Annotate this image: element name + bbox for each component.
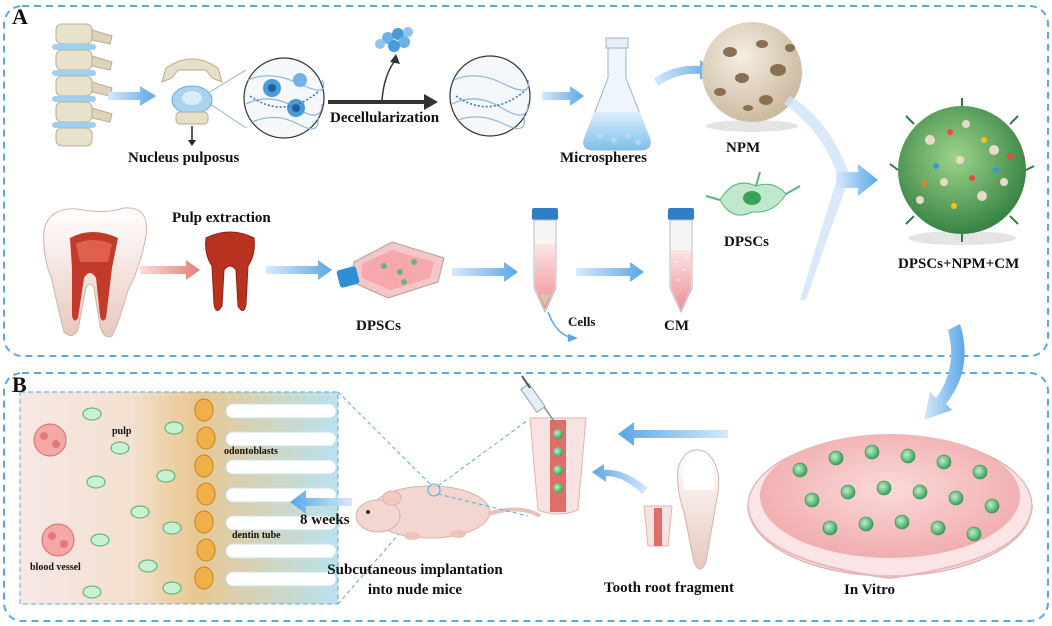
dish-sphere — [966, 526, 982, 542]
panel-b-border — [3, 372, 1049, 622]
culture-flask — [336, 241, 445, 299]
pulp-label: pulp — [112, 426, 132, 437]
dish-sphere — [792, 462, 808, 478]
dish-spheres — [792, 444, 1000, 542]
panel-a-border — [3, 5, 1049, 357]
arrow-fragment-to-root — [592, 464, 648, 494]
arrow-to-flask — [542, 86, 584, 106]
tooth-root-fragment-label: Tooth root fragment — [604, 580, 734, 596]
dish-sphere — [984, 498, 1000, 514]
converge-arrow — [784, 96, 850, 300]
acellular-matrix-zoom — [449, 55, 531, 137]
dish-sphere — [876, 480, 892, 496]
panel-b-letter: B — [12, 372, 27, 397]
decellularization-label: Decellularization — [330, 110, 440, 126]
dish-sphere — [936, 454, 952, 470]
panel-a-letter: A — [12, 4, 28, 29]
tooth-illustration — [43, 207, 148, 338]
combo-sphere — [889, 98, 1035, 245]
spine-illustration — [52, 23, 113, 147]
dpsc-cell-icon — [705, 171, 801, 216]
dish-sphere — [840, 484, 856, 500]
dish-sphere — [948, 490, 964, 506]
blood-vessel-label: blood vessel — [30, 562, 81, 573]
cm-label: CM — [664, 318, 689, 334]
nucleus-pulposus-label: Nucleus pulposus — [128, 150, 240, 166]
tooth-root-fragment — [643, 449, 720, 570]
npm-sphere — [702, 22, 802, 132]
arrow-spine-to-vertebra — [108, 86, 156, 106]
syringe-icon — [520, 375, 557, 425]
flask-illustration — [583, 37, 651, 151]
arrow-dish-to-root — [618, 422, 728, 446]
odontoblasts-label: odontoblasts — [224, 446, 278, 457]
eight-weeks-label: 8 weeks — [300, 512, 350, 528]
nucleus-cells-zoom — [209, 57, 325, 139]
dish-sphere — [822, 520, 838, 536]
pulp-extraction-label: Pulp extraction — [172, 210, 271, 226]
root-with-spheres — [529, 417, 587, 515]
arrow-8-weeks — [290, 490, 352, 514]
pulp-tissue — [205, 231, 255, 311]
arrow-a-to-b — [924, 324, 965, 420]
dish-sphere — [894, 514, 910, 530]
dish-sphere — [864, 444, 880, 460]
dpscs-bottom-label: DPSCs — [356, 318, 402, 334]
arrow-dish-to-tube — [452, 262, 518, 282]
tube-cm — [668, 208, 694, 314]
petri-dish — [747, 434, 1033, 580]
implantation-label-line2: into nude mice — [367, 582, 463, 598]
nude-mouse — [355, 483, 542, 540]
arrow-pulp-to-dish — [266, 260, 332, 280]
arrow-tooth-to-pulp — [140, 260, 200, 280]
cells-label: Cells — [568, 314, 596, 329]
blood-vessel-icon — [33, 423, 75, 557]
combo-label: DPSCs+NPM+CM — [898, 256, 1020, 272]
vertebra-illustration — [161, 58, 223, 146]
arrow-flask-to-npm — [654, 60, 714, 86]
implantation-label-line1: Subcutaneous implantation — [327, 562, 503, 578]
dish-sphere — [900, 448, 916, 464]
dish-sphere — [972, 464, 988, 480]
removed-cells-icon — [375, 27, 413, 52]
dish-sphere — [804, 492, 820, 508]
dish-sphere — [912, 484, 928, 500]
dish-sphere — [930, 520, 946, 536]
dish-sphere — [828, 450, 844, 466]
dentin-tube-label: dentin tube — [232, 530, 281, 541]
arrow-tube-to-cm — [576, 262, 644, 282]
in-vitro-label: In Vitro — [844, 582, 895, 598]
decell-arrow — [328, 94, 438, 110]
decell-branch — [381, 61, 395, 101]
npm-label: NPM — [726, 140, 761, 156]
tube-cells — [532, 208, 578, 342]
dpscs-side-label: DPSCs — [724, 234, 770, 250]
dentin-pulp-zoom — [19, 391, 339, 605]
microspheres-label: Microspheres — [560, 150, 647, 166]
dish-sphere — [858, 516, 874, 532]
